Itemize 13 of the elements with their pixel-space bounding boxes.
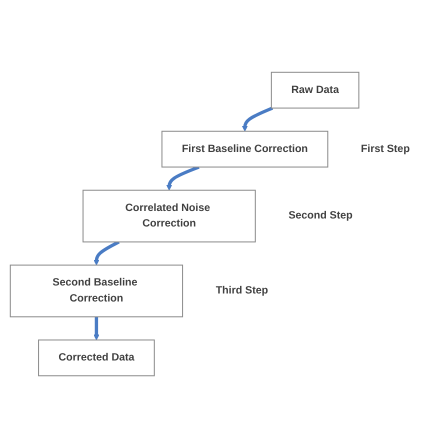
node-label: First Step [360, 143, 410, 154]
node-label: Third Step [216, 284, 268, 296]
arrow [242, 106, 274, 132]
node-box [82, 190, 256, 242]
node-box [10, 264, 184, 318]
arrow [94, 316, 100, 340]
node-label: Second Step [288, 210, 353, 222]
flowchart: Raw Data First Baseline Correction Correlated Noise Correction Second Baseline Correction Corrected Data First Step Second Step Third Step [5, 66, 435, 382]
node-box [38, 339, 155, 376]
arrow [94, 240, 120, 266]
node-box [161, 130, 328, 168]
node-box [270, 72, 360, 109]
arrow [166, 165, 200, 190]
